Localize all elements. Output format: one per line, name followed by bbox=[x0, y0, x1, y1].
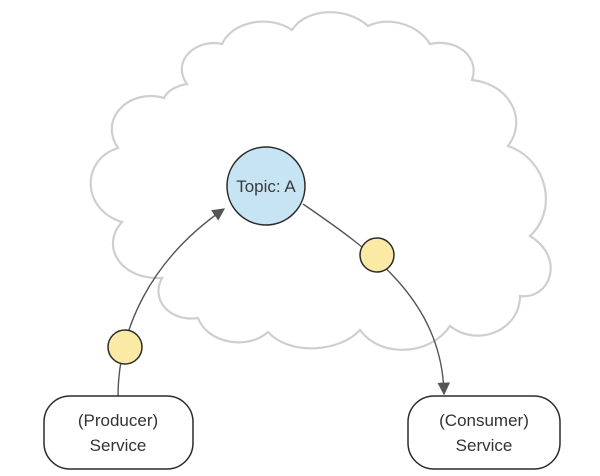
topic-to-consumer-arrow bbox=[302, 203, 451, 396]
topic-node: Topic: A bbox=[226, 146, 306, 226]
consumed-message-dot bbox=[359, 237, 395, 273]
topic-circle bbox=[226, 146, 306, 226]
producer-to-topic-arrow bbox=[117, 208, 226, 398]
producer-service-label-line2: Service bbox=[90, 436, 147, 455]
consumer-service-label-line2: Service bbox=[456, 436, 513, 455]
producer-service-label-line1: (Producer) bbox=[78, 411, 158, 430]
broker-cloud bbox=[89, 11, 552, 351]
produced-message-dot bbox=[107, 329, 143, 365]
producer-service-node: (Producer) Service bbox=[43, 395, 194, 470]
consumer-service-label-line1: (Consumer) bbox=[439, 411, 529, 430]
topic-label: Topic: A bbox=[236, 177, 296, 196]
producer-service-box bbox=[43, 395, 194, 470]
consumer-service-node: (Consumer) Service bbox=[407, 395, 561, 470]
consumer-service-box bbox=[407, 395, 561, 470]
